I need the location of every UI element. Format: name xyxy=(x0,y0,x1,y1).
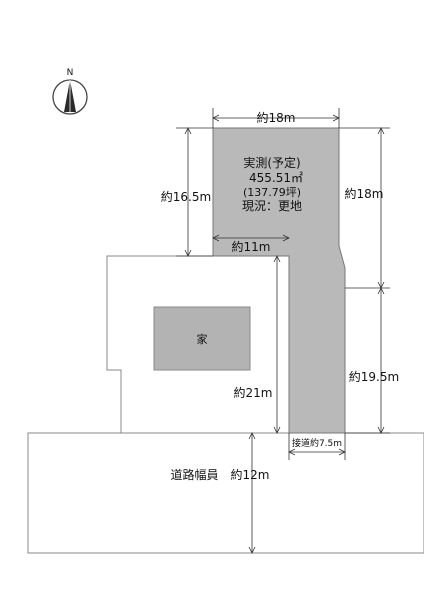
dim-frontage xyxy=(288,433,346,460)
dim-top-width xyxy=(212,108,340,128)
dim-right-lower-height-label: 約19.5m xyxy=(349,369,399,384)
dim-road-width xyxy=(248,432,256,554)
dim-notch-width xyxy=(212,234,290,242)
dim-right-lower-height xyxy=(345,287,390,434)
dim-left-upper-height-label: 約16.5m xyxy=(161,189,211,204)
road-area xyxy=(27,432,424,554)
lot-area-tsubo: (137.79坪) xyxy=(243,186,301,199)
dim-top-width-label: 約18m xyxy=(257,110,296,125)
house-footprint xyxy=(153,306,251,371)
dim-right-upper-height xyxy=(339,127,390,289)
compass-icon: N xyxy=(52,68,88,115)
lot-measured-title: 実測(予定) xyxy=(243,155,300,170)
dim-right-upper-height-label: 約18m xyxy=(345,186,384,201)
dim-flag-pole-length xyxy=(273,255,281,434)
lot-area-sqm: 455.51㎡ xyxy=(249,171,303,185)
dim-flag-pole-length-label: 約21m xyxy=(234,385,273,400)
dim-left-upper-height xyxy=(176,127,213,257)
house-label: 家 xyxy=(197,332,208,346)
dim-frontage-label: 接道約7.5m xyxy=(292,437,342,449)
north-label: N xyxy=(67,68,74,78)
dim-notch-width-label: 約11m xyxy=(232,239,271,254)
road-width-label: 道路幅員 約12m xyxy=(171,467,270,482)
lot-status: 現況：更地 xyxy=(242,198,302,213)
